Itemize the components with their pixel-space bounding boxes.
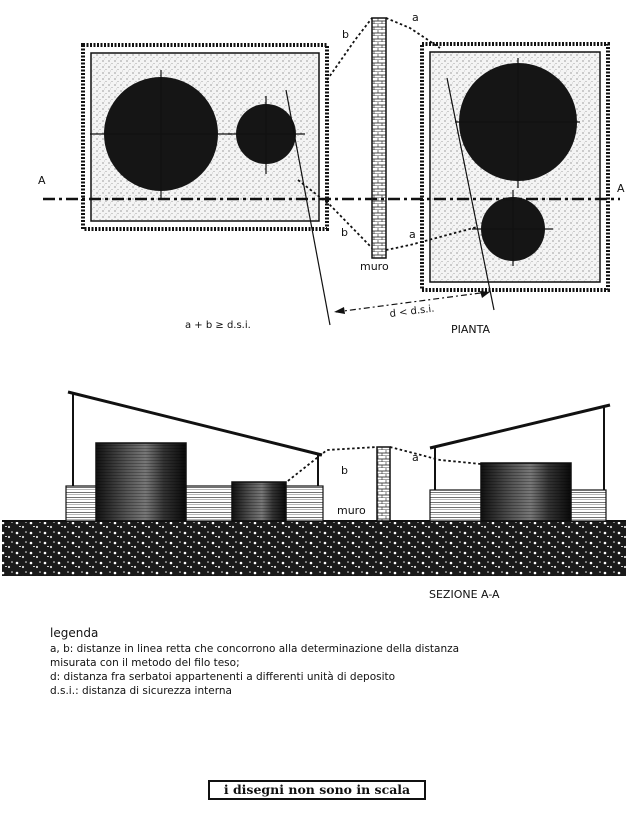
legend-line: d: distanza fra serbatoi appartenenti a …	[50, 671, 396, 683]
wall-section	[376, 446, 391, 522]
label-b-bottom: b	[341, 226, 348, 239]
section-caption: SEZIONE A-A	[429, 588, 500, 600]
wall-plan	[371, 17, 387, 259]
left-shelter	[65, 390, 324, 522]
wall-label-plan: muro	[360, 260, 389, 273]
legend-line: a, b: distanze in linea retta che concor…	[50, 643, 460, 655]
string-line-section	[283, 446, 482, 485]
legend-title: legenda	[50, 626, 99, 640]
legend-line: d.s.i.: distanza di sicurezza interna	[50, 685, 232, 697]
scale-note: i disegni non sono in scala	[208, 780, 426, 800]
label-b-top: b	[342, 28, 349, 41]
section-view: muro b a SEZIONE A-A	[2, 390, 626, 600]
label-b-section: b	[341, 464, 348, 477]
string-line-distances	[297, 17, 478, 251]
ground	[2, 520, 626, 576]
left-deposit-unit	[81, 43, 329, 231]
label-a-top: a	[412, 11, 419, 24]
label-a-section: a	[412, 451, 419, 464]
distance-d-dimension	[335, 291, 489, 313]
legend-line: misurata con il metodo del filo teso;	[50, 657, 240, 669]
legend: legenda a, b: distanze in linea retta ch…	[50, 626, 590, 698]
wall-label-section: muro	[337, 504, 366, 517]
formula-label: a + b ≥ d.s.i.	[185, 320, 251, 331]
section-marker-left: A	[38, 174, 46, 187]
plan-caption: PIANTA	[451, 323, 490, 336]
distance-d-label: d < d.s.i.	[389, 304, 435, 320]
right-deposit-unit	[420, 42, 610, 292]
plan-view: A A b a b a muro d < d.s.i. a + b ≥ d.s.…	[38, 11, 625, 336]
technical-drawing: A A b a b a muro d < d.s.i. a + b ≥ d.s.…	[2, 11, 626, 600]
right-shelter	[429, 403, 611, 522]
label-a-bottom: a	[409, 228, 416, 241]
section-marker-right: A	[617, 182, 625, 195]
